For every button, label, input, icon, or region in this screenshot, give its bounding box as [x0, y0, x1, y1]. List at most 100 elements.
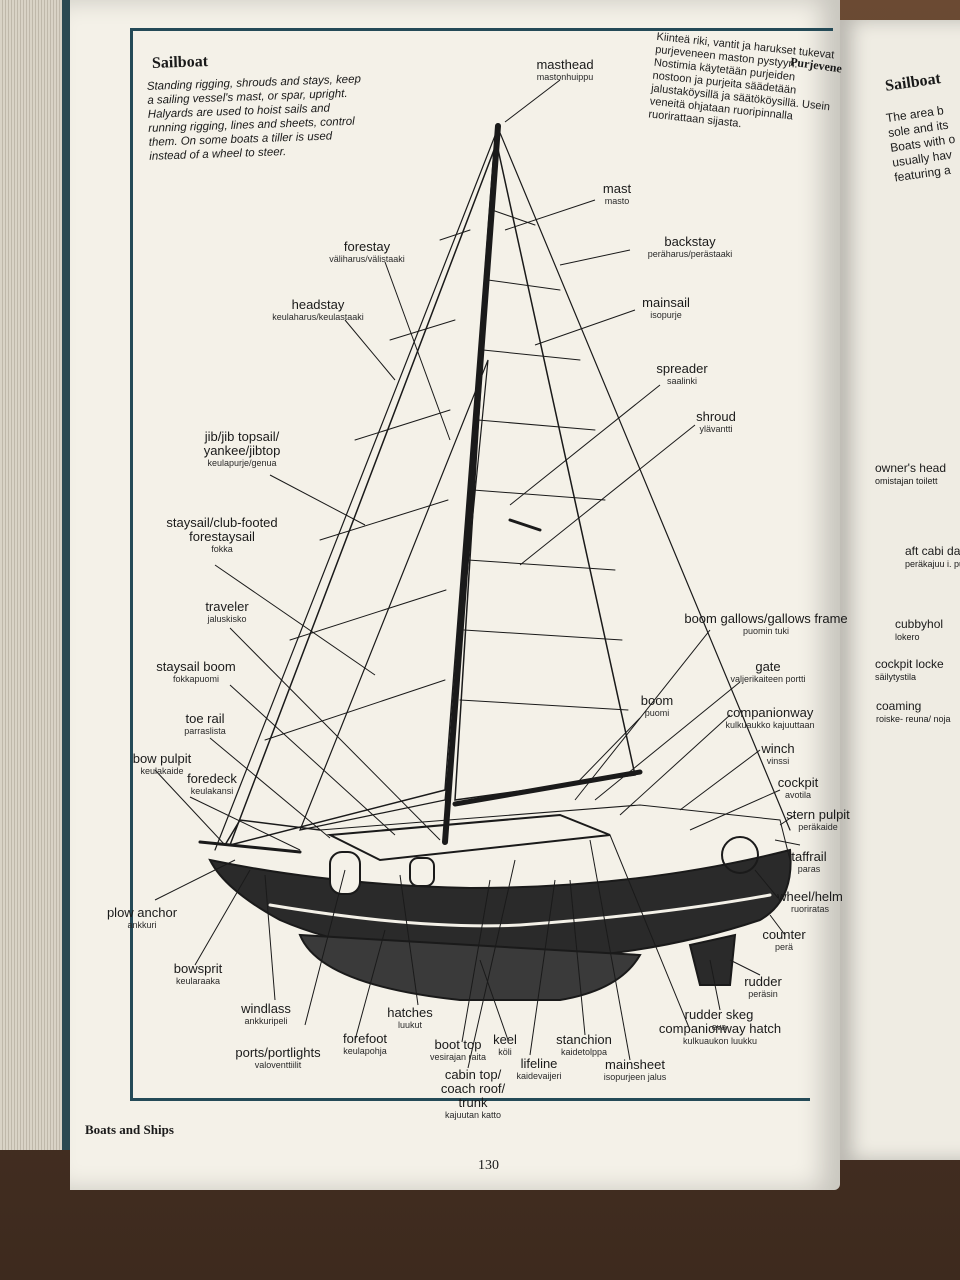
label-finnish: väliharus/välistaaki — [329, 254, 405, 264]
label-finnish: masto — [604, 196, 630, 206]
right-label-finnish: peräkajuu i. pu — [905, 559, 960, 569]
label-english: plow anchor — [106, 905, 178, 920]
label-finnish: ruoriratas — [790, 904, 830, 914]
label-finnish: keulakaide — [140, 766, 184, 776]
rudder — [688, 933, 737, 986]
label-finnish: puomin tuki — [742, 626, 790, 636]
page-frame — [130, 28, 833, 1101]
label-english: keel — [493, 1032, 517, 1047]
leader-lines — [154, 79, 801, 1069]
label-english: rudder skeg — [684, 1007, 754, 1022]
right-label-finnish: lokero — [895, 632, 920, 642]
label-english: boot top — [434, 1037, 482, 1052]
hull — [208, 848, 792, 962]
lifeline — [319, 804, 791, 861]
page-stack — [0, 0, 70, 1150]
label-finnish: saalinki — [666, 376, 697, 386]
label-finnish: paras — [797, 864, 821, 874]
label-finnish: parraslista — [184, 726, 226, 736]
label-english: headstay — [291, 297, 345, 312]
label-english: mainsail — [642, 295, 690, 310]
right-label-english: aft cabi day — [905, 544, 960, 558]
label-finnish: keulakansi — [190, 786, 234, 796]
label-english: jib/jib topsail/ yankee/jibtop — [203, 429, 281, 458]
label-finnish: ylävantti — [699, 424, 733, 434]
label-english: spreader — [656, 361, 708, 376]
label-english: cockpit — [777, 775, 819, 790]
label-finnish: vinssi — [766, 756, 790, 766]
portlight — [409, 857, 435, 887]
right-label-english: cockpit locke — [875, 657, 944, 671]
boot-top-stripe — [268, 893, 772, 928]
page-number: 130 — [478, 1158, 499, 1173]
label-finnish: eva — [711, 1022, 727, 1032]
label-english: companionway hatch — [658, 1021, 782, 1036]
label-english: winch — [761, 741, 795, 756]
bowsprit — [198, 840, 302, 854]
label-english: gate — [755, 659, 781, 674]
label-english: rudder — [744, 974, 782, 989]
right-page-intro: The area b sole and its Boats with o usu… — [885, 103, 956, 185]
label-english: hatches — [387, 1005, 433, 1020]
label-english: taffrail — [791, 849, 827, 864]
label-english: ports/portlights — [235, 1045, 321, 1060]
mainsail — [454, 139, 636, 801]
label-finnish: keularaaka — [175, 976, 221, 986]
label-finnish: kaidevaijeri — [516, 1071, 562, 1081]
label-english: windlass — [241, 1001, 291, 1016]
spreader — [508, 518, 542, 532]
label-finnish: keulapohja — [343, 1046, 387, 1056]
boom — [452, 769, 643, 807]
label-finnish: köli — [498, 1047, 512, 1057]
right-label: aft cabi dayperäkajuu i. pu — [905, 545, 960, 571]
label-finnish: keulapurje/genua — [207, 458, 277, 468]
label-english: counter — [762, 927, 806, 942]
mainsail-seams — [459, 209, 629, 711]
right-label-english: coaming — [876, 699, 922, 713]
page-title: Sailboat — [151, 53, 209, 72]
label-english: toe rail — [185, 711, 225, 726]
backstay — [497, 127, 791, 831]
label-finnish: peräsin — [748, 989, 778, 999]
jib — [228, 149, 495, 847]
label-english: backstay — [664, 234, 716, 249]
label-english: boom — [640, 693, 674, 708]
label-english: bowsprit — [173, 961, 223, 976]
label-finnish: kajuutan katto — [444, 1110, 502, 1120]
right-page — [840, 20, 960, 1160]
label-finnish: puomi — [644, 708, 670, 718]
label-finnish: isopurjeen jalus — [603, 1072, 667, 1082]
right-label-finnish: säilytystila — [875, 672, 917, 682]
